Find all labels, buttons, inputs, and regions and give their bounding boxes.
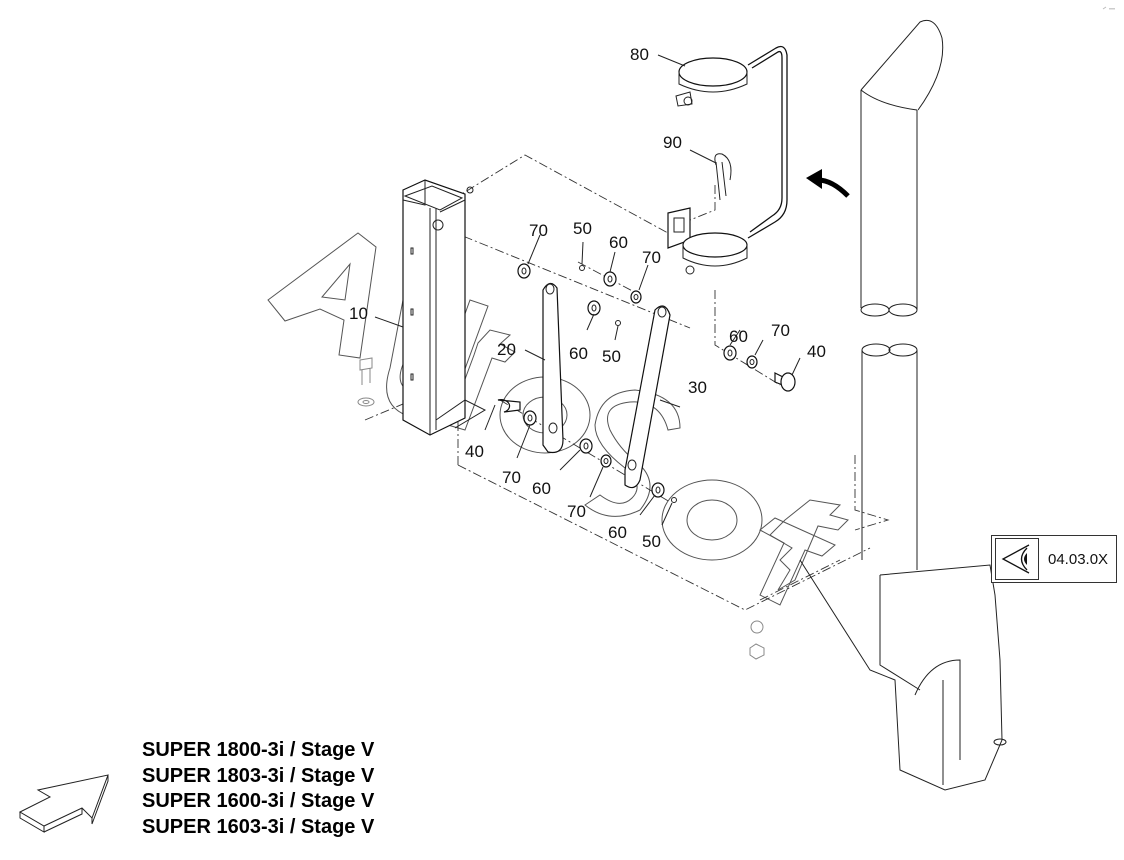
watermark-letter-a bbox=[267, 232, 377, 359]
part-20-link-arm bbox=[542, 282, 564, 454]
callout-70: 70 bbox=[502, 468, 521, 487]
corner-mark-icon bbox=[1102, 6, 1115, 10]
rotation-arrow-icon bbox=[806, 169, 850, 198]
watermark-letter-o2 bbox=[661, 479, 763, 561]
pin-assembly-right bbox=[723, 345, 796, 392]
callout-60: 60 bbox=[609, 233, 628, 252]
callout-40: 40 bbox=[465, 442, 484, 461]
bolt-assembly-left bbox=[357, 357, 375, 407]
callout-60: 60 bbox=[608, 523, 627, 542]
reference-label: 04.03.0X bbox=[1048, 550, 1109, 568]
watermark-letter-o2-inner bbox=[686, 499, 738, 541]
callouts: 80 90 70 50 60 70 10 20 60 50 60 70 40 3… bbox=[349, 45, 826, 551]
callout-70: 70 bbox=[642, 248, 661, 267]
callout-70: 70 bbox=[567, 502, 586, 521]
model-name: SUPER 1600-3i / Stage V bbox=[142, 790, 375, 812]
callout-50: 50 bbox=[642, 532, 661, 551]
callout-50: 50 bbox=[602, 347, 621, 366]
callout-60: 60 bbox=[532, 479, 551, 498]
part-30-link-arm bbox=[624, 305, 671, 489]
callout-70: 70 bbox=[771, 321, 790, 340]
reference-link-button[interactable]: 04.03.0X bbox=[991, 535, 1117, 583]
callout-70: 70 bbox=[529, 221, 548, 240]
callout-90: 90 bbox=[663, 133, 682, 152]
exhaust-pipe-lower bbox=[861, 343, 918, 570]
callout-40: 40 bbox=[807, 342, 826, 361]
model-list: SUPER 1800-3i / Stage V SUPER 1803-3i / … bbox=[142, 738, 374, 840]
model-name: SUPER 1803-3i / Stage V bbox=[142, 764, 375, 787]
watermark-letter-t2 bbox=[759, 517, 836, 606]
travel-direction-arrow-icon bbox=[18, 774, 109, 833]
callout-30: 30 bbox=[688, 378, 707, 397]
callout-60: 60 bbox=[729, 327, 748, 346]
callout-10: 10 bbox=[349, 304, 368, 323]
callout-50: 50 bbox=[573, 219, 592, 238]
washers-lower bbox=[497, 399, 677, 503]
washers-upper bbox=[517, 263, 642, 326]
exhaust-bracket-assembly bbox=[667, 45, 788, 275]
watermark-letter-s bbox=[584, 389, 681, 517]
leader-lines bbox=[374, 54, 801, 526]
callout-20: 20 bbox=[497, 340, 516, 359]
callout-60: 60 bbox=[569, 344, 588, 363]
exhaust-pipe-upper bbox=[860, 19, 944, 317]
part-10-bracket bbox=[402, 179, 487, 436]
model-name: SUPER 1603-3i / Stage V bbox=[142, 815, 375, 838]
eye-view-icon bbox=[995, 538, 1039, 580]
model-name: SUPER 1800-3i / Stage V bbox=[142, 739, 375, 761]
watermark-letter-f bbox=[769, 499, 849, 591]
callout-80: 80 bbox=[630, 45, 649, 64]
frame-bracket bbox=[749, 559, 1007, 791]
